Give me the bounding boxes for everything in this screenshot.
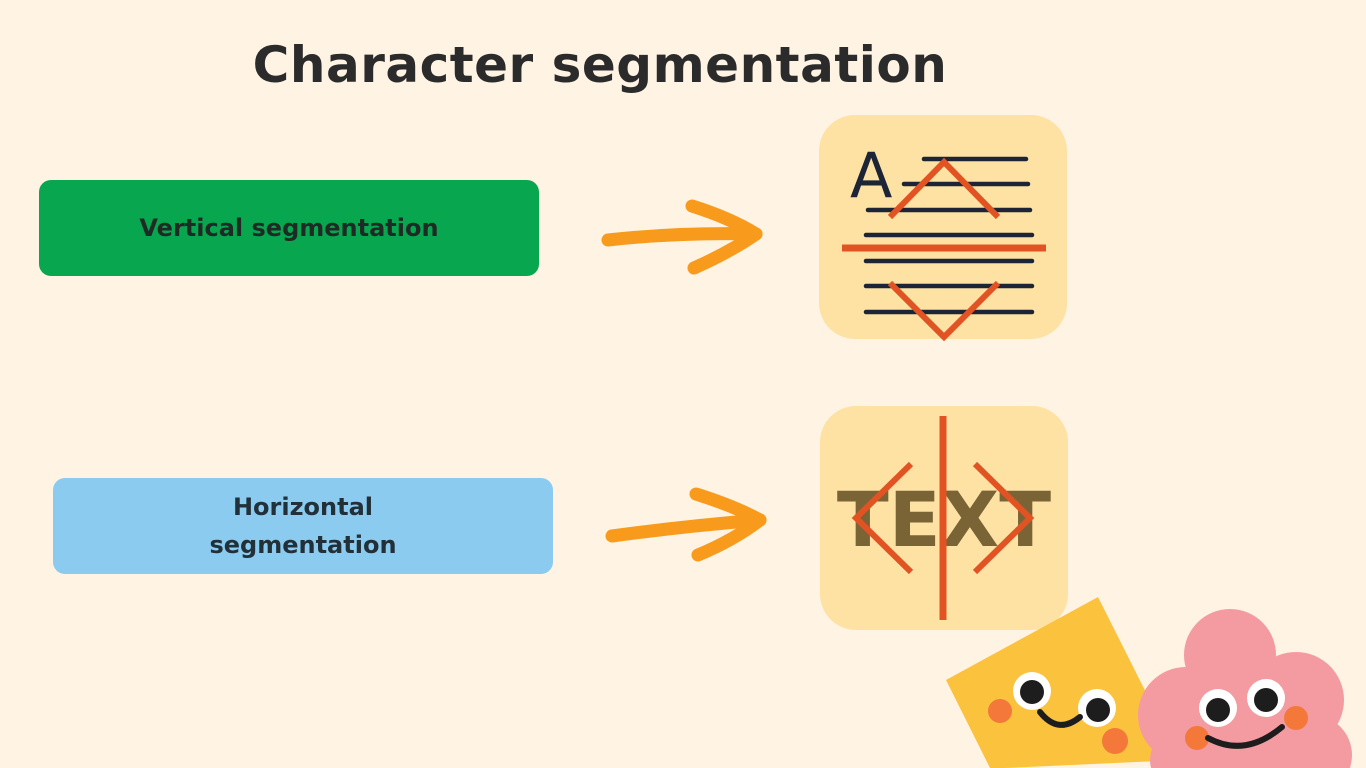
vertical-segmentation-icon: A bbox=[819, 115, 1067, 342]
page-title: Character segmentation bbox=[252, 36, 948, 94]
horizontal-segmentation-icon: TEXT bbox=[820, 406, 1068, 630]
icon-letter: A bbox=[850, 139, 892, 212]
yellow-square-character-icon bbox=[946, 597, 1180, 768]
pink-cloud-face bbox=[1185, 679, 1308, 750]
vertical-segmentation-box: Vertical segmentation bbox=[39, 180, 539, 276]
horizontal-segmentation-box: Horizontal segmentation bbox=[53, 478, 553, 574]
arrow-right-icon bbox=[605, 487, 767, 562]
vertical-segmentation-label: Vertical segmentation bbox=[139, 214, 439, 242]
horizontal-segmentation-label: Horizontal segmentation bbox=[209, 493, 397, 559]
arrow-right-icon bbox=[601, 199, 763, 275]
